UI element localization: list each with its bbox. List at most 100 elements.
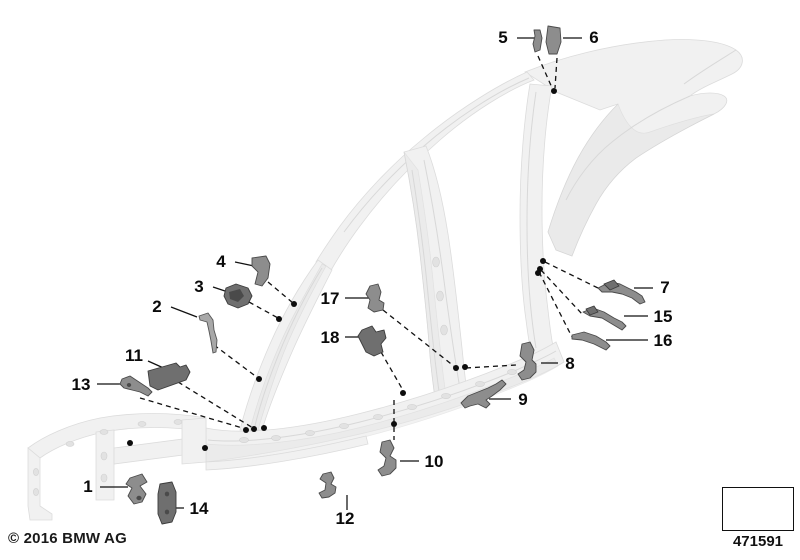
part-14-hole (164, 509, 170, 515)
anchor-dot (276, 316, 282, 322)
dashline-7 (544, 261, 599, 289)
anchor-dot (551, 88, 557, 94)
rocker-hole (441, 393, 451, 399)
callout-17: 17 (321, 289, 340, 308)
rear-floor-edge (205, 435, 369, 471)
assembly-dashed-lines (139, 55, 599, 440)
part-6-plate (545, 25, 562, 55)
dashline-15 (540, 269, 584, 316)
b-pillar-hole (436, 290, 444, 302)
rocker-hole (239, 437, 249, 443)
callout-7: 7 (660, 278, 669, 297)
dashline-11 (177, 381, 254, 429)
part-8-bracket (517, 341, 537, 381)
b-pillar-crease (411, 169, 441, 399)
anchor-dot (243, 427, 249, 433)
part-13-hole (126, 383, 132, 387)
rocker-hole (271, 435, 281, 441)
callout-11: 11 (125, 346, 143, 365)
part-16-bracket (571, 331, 611, 351)
rear-quarter-crease-2 (683, 49, 737, 85)
callout-3: 3 (194, 277, 203, 296)
label-leader-lines (97, 30, 653, 510)
reference-number: 471591 (732, 533, 784, 550)
copyright-notice: © 2016 BMW AG (8, 530, 127, 547)
callout-18: 18 (321, 328, 340, 347)
callout-8: 8 (565, 354, 574, 373)
b-pillar-hole (432, 256, 440, 268)
reference-icon-box (722, 487, 794, 531)
dashline-2 (213, 344, 259, 379)
callout-14: 14 (190, 499, 209, 518)
front-member-hole (100, 451, 108, 461)
anchor-dot (256, 376, 262, 382)
c-pillar-crease (526, 91, 537, 349)
part-10-bracket (377, 439, 397, 477)
dashline-16 (538, 271, 573, 338)
b-pillar-hole (440, 324, 448, 336)
callout-15: 15 (654, 307, 673, 326)
part-7-tab (603, 279, 620, 291)
front-arch-hole (137, 421, 147, 427)
leader-2 (170, 306, 198, 318)
roof-rail-crease (343, 77, 530, 233)
callout-13: 13 (72, 375, 91, 394)
part-3-detail (229, 289, 244, 302)
rocker-front-face (181, 417, 207, 465)
b-pillar-shading (403, 151, 447, 405)
callout-16: 16 (654, 331, 673, 350)
front-arch-hole (65, 441, 75, 447)
part-1-bracket (125, 473, 148, 505)
anchor-dot (453, 365, 459, 371)
dashline-3 (248, 301, 279, 319)
part-14-hole (164, 491, 170, 497)
front-panel-hole (33, 488, 39, 496)
exploded-parts (119, 25, 646, 525)
part-11-plate (147, 362, 191, 391)
front-vertical-member (95, 429, 115, 501)
anchor-dot (462, 364, 468, 370)
rocker-hole (305, 430, 315, 436)
part-17-bracket (365, 283, 385, 313)
callout-4: 4 (216, 252, 226, 271)
part-1-hole (136, 495, 142, 501)
anchor-dot (291, 301, 297, 307)
callout-1: 1 (83, 477, 92, 496)
callout-6: 6 (589, 28, 598, 47)
dashline-17 (382, 309, 456, 368)
roof-rail (315, 71, 535, 273)
rocker-hole (475, 381, 485, 387)
part-5-clip (532, 29, 543, 53)
front-member-hole (100, 473, 108, 483)
anchor-dot (535, 270, 541, 276)
part-15-tab (585, 305, 599, 316)
callout-10: 10 (425, 452, 444, 471)
callout-12: 12 (336, 509, 355, 528)
part-9-bracket (460, 379, 507, 409)
callout-2: 2 (152, 297, 161, 316)
rocker-hole (339, 423, 349, 429)
anchor-dots (127, 88, 557, 451)
dashline-18 (380, 351, 405, 393)
front-panel-hole (33, 468, 39, 476)
rocker-hole (407, 404, 417, 410)
part-12-bracket (318, 471, 337, 499)
rear-quarter-shading (547, 103, 715, 257)
rear-quarter-crease (565, 95, 691, 201)
anchor-dot (540, 258, 546, 264)
front-arch-hole (173, 419, 183, 425)
dashline-13 (139, 397, 247, 430)
part-4-bracket (251, 255, 271, 287)
part-14-plate (157, 481, 177, 525)
front-arch-hole (99, 429, 109, 435)
a-pillar-shading (249, 263, 327, 431)
anchor-dot (391, 421, 397, 427)
anchor-dot (127, 440, 133, 446)
leader-4 (234, 261, 255, 267)
a-pillar-crease (253, 267, 323, 431)
part-2-rod (198, 312, 218, 354)
callout-9: 9 (518, 390, 527, 409)
anchor-dot (202, 445, 208, 451)
